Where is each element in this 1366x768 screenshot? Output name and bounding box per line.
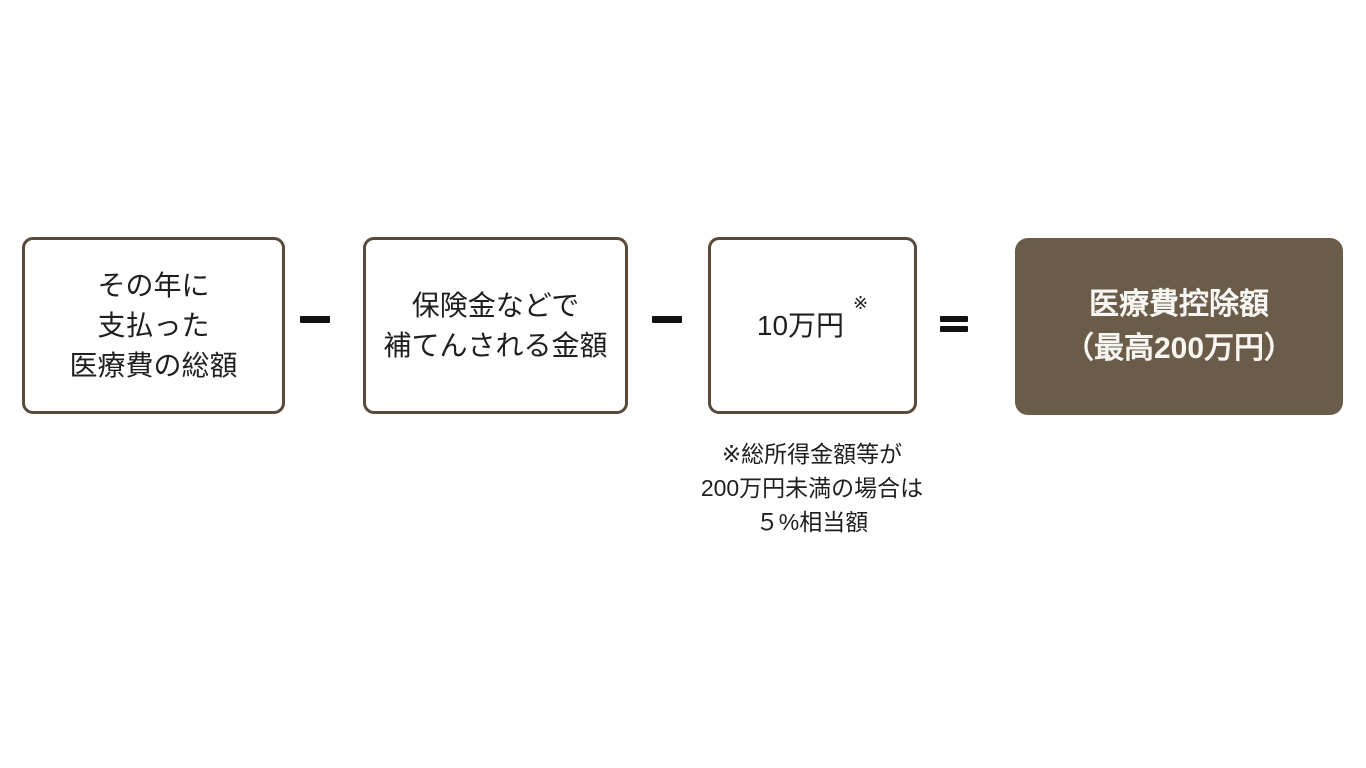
footnote-marker: ※ xyxy=(853,292,869,313)
threshold-value-wrap: 10万円 ※ xyxy=(756,294,868,346)
deduction-result-box: 医療費控除額 （最高200万円） xyxy=(1015,238,1343,415)
box-line: 医療費の総額 xyxy=(69,349,238,381)
minus-icon xyxy=(652,316,682,323)
medical-expenses-total-box: その年に 支払った 医療費の総額 xyxy=(22,237,285,414)
box-line: 補てんされる金額 xyxy=(383,329,608,361)
footnote: ※総所得金額等が 200万円未満の場合は ５%相当額 xyxy=(662,437,962,539)
equals-icon xyxy=(940,316,968,332)
threshold-amount-box: 10万円 ※ xyxy=(708,237,917,414)
box-line: 医療費控除額 xyxy=(1089,287,1269,321)
footnote-line: ※総所得金額等が xyxy=(721,441,903,467)
box-line: 支払った xyxy=(97,309,210,341)
insurance-reimbursement-box: 保険金などで 補てんされる金額 xyxy=(363,237,628,414)
equals-bar xyxy=(940,326,968,332)
box-line: その年に xyxy=(97,269,210,301)
box-line: 保険金などで xyxy=(411,289,580,321)
equals-bar xyxy=(940,316,968,322)
box-line: （最高200万円） xyxy=(1063,331,1295,365)
minus-icon xyxy=(300,316,330,323)
footnote-line: ５%相当額 xyxy=(755,509,869,535)
footnote-line: 200万円未満の場合は xyxy=(700,475,924,501)
threshold-value: 10万円 xyxy=(756,309,845,341)
